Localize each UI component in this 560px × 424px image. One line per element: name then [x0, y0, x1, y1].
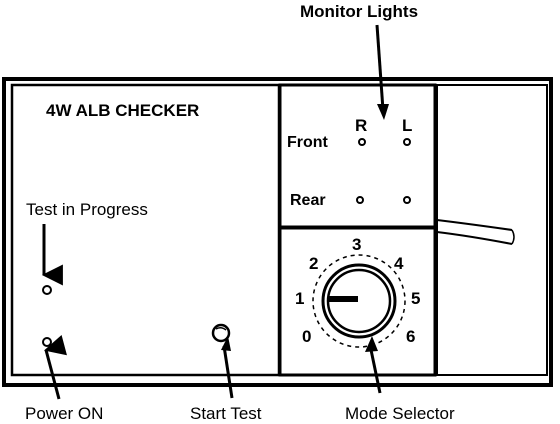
power-on-lamp — [42, 337, 52, 347]
cable-compartment — [436, 84, 548, 376]
dial-number-5: 5 — [411, 289, 420, 308]
monitor-lights-callout: Monitor Lights — [300, 2, 418, 21]
power-on-label: Power ON — [25, 404, 103, 423]
dial-number-0: 0 — [302, 327, 311, 346]
left-panel — [10, 83, 281, 377]
dial-number-2: 2 — [309, 254, 318, 273]
monitor-column-r: R — [355, 116, 367, 135]
dial-number-1: 1 — [295, 289, 304, 308]
test-in-progress-lamp — [42, 285, 52, 295]
start-test-label: Start Test — [190, 404, 262, 423]
monitor-row-rear: Rear — [290, 192, 326, 209]
mode-section — [278, 226, 437, 377]
dial-scale — [312, 254, 406, 348]
monitor-row-front: Front — [287, 134, 329, 151]
monitor-lights-arrow — [375, 24, 385, 111]
front-right-lamp — [358, 138, 366, 146]
dial-number-3: 3 — [352, 235, 361, 254]
start-test-button[interactable] — [211, 323, 231, 343]
start-test-arrow — [222, 345, 234, 399]
monitor-column-l: L — [402, 116, 412, 135]
mode-selector-callout: Mode Selector — [345, 404, 455, 423]
rear-right-lamp — [356, 196, 364, 204]
monitor-lights-arrowhead — [377, 104, 389, 120]
device-housing — [2, 77, 553, 387]
power-on-arrow — [43, 335, 67, 400]
mode-selector-arrowhead — [365, 336, 378, 352]
mode-selector-arrow — [368, 344, 382, 394]
cable — [436, 219, 515, 245]
front-left-lamp — [403, 138, 411, 146]
panel-title: 4W ALB CHECKER — [46, 101, 199, 120]
test-in-progress-label: Test in Progress — [26, 200, 148, 219]
dial-number-4: 4 — [394, 254, 404, 273]
start-test-arrowhead — [221, 336, 231, 351]
dial-number-6: 6 — [406, 327, 415, 346]
rear-left-lamp — [403, 196, 411, 204]
mode-selector-knob[interactable] — [321, 263, 397, 339]
